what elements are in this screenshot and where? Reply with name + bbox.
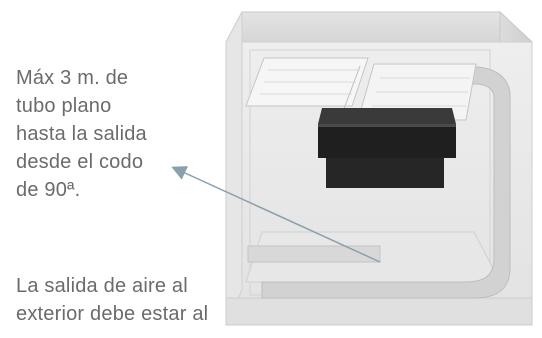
cabinet-base [225,297,533,326]
cabinet-top [225,11,534,43]
cabinet-left-panel [225,11,243,326]
hob-grid [260,69,470,107]
extractor-body [318,124,456,158]
duct-floor-run [247,245,381,263]
air-outlet-note: La salida de aire al exterior debe estar… [16,275,209,325]
extractor-lower [326,158,444,188]
hob [245,57,477,121]
hob-divider [341,65,361,115]
duct-vertical-run [261,66,511,299]
extractor-unit [318,108,456,188]
extractor-edge-highlight [318,124,456,127]
flat-duct [247,66,511,299]
extractor-top [318,108,456,124]
max-duct-length-note: Máx 3 m. de tubo plano hasta la salida d… [16,67,147,201]
annotation-arrow [171,166,381,263]
